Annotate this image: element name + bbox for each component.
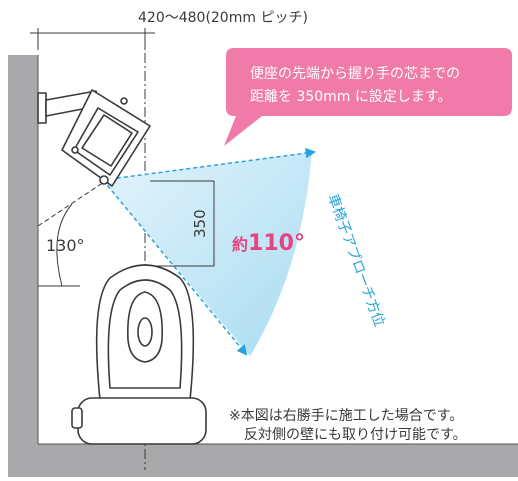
sweep-angle-prefix: 約 bbox=[232, 235, 248, 254]
side-wall bbox=[8, 55, 38, 477]
sweep-angle-label: 約110° bbox=[232, 231, 305, 256]
top-dimension-line bbox=[30, 28, 155, 50]
callout-line-2: 距離を 350mm に設定します。 bbox=[250, 88, 452, 105]
vertical-dimension-bracket bbox=[150, 180, 215, 267]
wall bbox=[8, 55, 518, 477]
callout-bubble bbox=[224, 48, 512, 146]
toilet bbox=[71, 264, 207, 445]
toilet-tank bbox=[77, 397, 207, 445]
callout-line-1: 便座の先端から握り手の芯までの bbox=[250, 66, 460, 82]
sweep-angle-value: 110° bbox=[248, 231, 305, 256]
sweep-arrow-upper bbox=[102, 147, 317, 181]
vertical-dimension-label: 350 bbox=[191, 209, 209, 238]
note-line-2: 反対側の壁にも取り付け可能です。 bbox=[244, 427, 467, 443]
wall-mount-plate bbox=[37, 92, 47, 124]
grab-bar bbox=[37, 89, 151, 187]
top-dimension-label: 420～480(20mm ピッチ) bbox=[138, 10, 308, 26]
angle-130-label: 130° bbox=[46, 236, 85, 255]
approach-direction-label: 車椅子アプローチ方位 bbox=[324, 192, 388, 329]
angle-130-construction bbox=[37, 181, 105, 287]
sweep-arrow-lower bbox=[102, 179, 248, 356]
approach-sweep-area bbox=[103, 152, 312, 356]
note-line-1: ※本図は右勝手に施工した場合です。 bbox=[229, 408, 463, 424]
back-wall bbox=[8, 444, 518, 477]
